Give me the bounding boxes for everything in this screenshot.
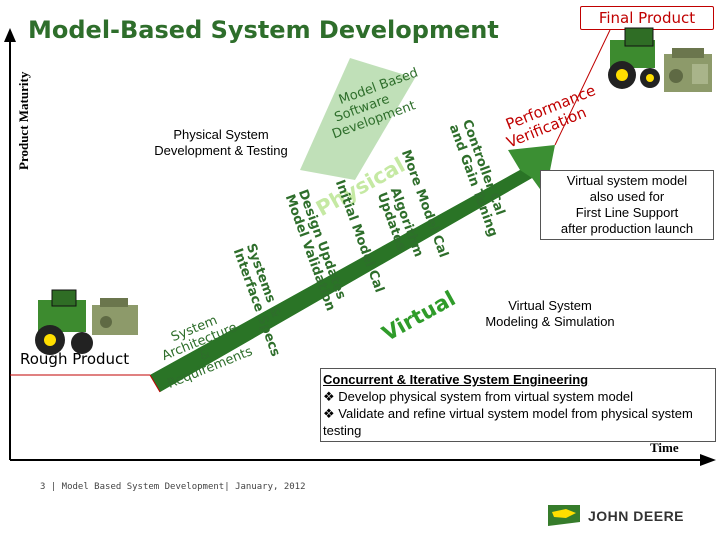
physical-system-label: Physical System Development & Testing (154, 127, 288, 158)
concurrent-engineering-box: Concurrent & Iterative System Engineerin… (320, 368, 716, 442)
diamond-bullet-icon: ❖ (323, 389, 339, 404)
footer: 3 | Model Based System Development| Janu… (40, 482, 306, 492)
y-axis-label: Product Maturity (16, 71, 31, 170)
y-axis (4, 28, 16, 460)
rough-engine-image (92, 298, 138, 335)
diamond-bullet-icon: ❖ (323, 406, 339, 421)
maturity-band (150, 170, 532, 392)
concurrent-bullet: ❖ Develop physical system from virtual s… (323, 389, 634, 404)
virtual-model-note: Virtual system model also used for First… (540, 170, 714, 240)
virtual-wedge (300, 58, 415, 180)
x-axis (10, 454, 716, 466)
tractor-image (608, 27, 660, 89)
page-title: Model-Based System Development (28, 16, 499, 44)
virtual-modeling-label: Virtual System Modeling & Simulation (485, 298, 615, 329)
rough-tractor-image (35, 289, 93, 355)
rough-product-label: Rough Product (20, 350, 130, 368)
final-product-label: Final Product (580, 6, 714, 30)
brand-name: JOHN DEERE (588, 508, 685, 524)
concurrent-bullet: ❖ Validate and refine virtual system mod… (323, 406, 693, 438)
engine-image (664, 48, 712, 92)
x-axis-label: Time (650, 440, 679, 455)
concurrent-heading: Concurrent & Iterative System Engineerin… (323, 372, 589, 387)
john-deere-logo (548, 505, 580, 526)
